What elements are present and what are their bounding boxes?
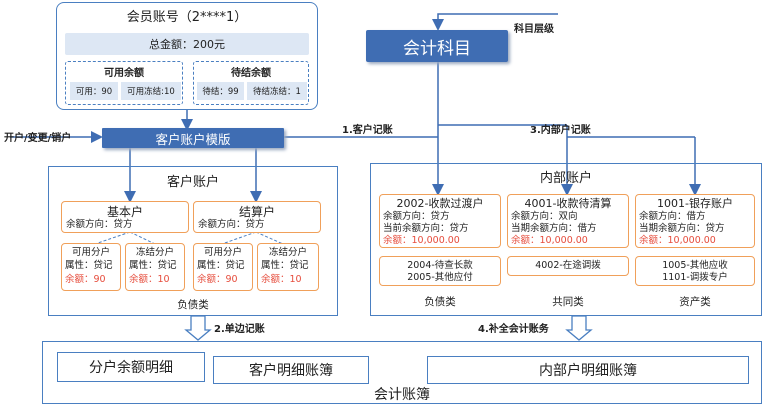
settlement-account-direction: 余额方向：贷方 — [198, 219, 265, 230]
sub-account-2-balance: 余额：10 — [129, 274, 170, 285]
internal-col2-line2: 当期余额方向：借方 — [511, 223, 597, 234]
customer-footer: 负债类 — [177, 298, 209, 311]
arrow-single-entry — [184, 315, 212, 341]
ledger-item-1: 分户余额明细 — [57, 352, 205, 382]
internal-col2-balance: 余额：10,000.00 — [511, 235, 588, 246]
available-balance-title: 可用余额 — [104, 67, 144, 79]
arrow-subject-level — [432, 13, 558, 31]
sub-account-3-balance: 余额：90 — [197, 274, 238, 285]
internal-col1-sub: 2004-待查长款 2005-其他应付 — [379, 256, 501, 286]
internal-col2-footer: 共同类 — [552, 296, 584, 308]
pending-right: 待结冻结：1 — [247, 82, 307, 100]
sub-account-2-attr: 属性：贷记 — [129, 260, 177, 271]
ledger-panel: 分户余额明细 客户明细账簿 内部户明细账簿 会计账簿 — [42, 341, 762, 404]
sub-account-4-balance: 余额：10 — [261, 274, 302, 285]
total-amount: 总金额：200元 — [65, 33, 309, 55]
accounting-subject-box: 会计科目 — [366, 30, 508, 62]
member-title: 会员账号（2****1） — [126, 9, 248, 25]
internal-col1-footer: 负债类 — [424, 296, 456, 308]
internal-col1-main: 2002-收款过渡户 余额方向：贷方 当前余额方向：贷方 余额：10,000.0… — [379, 194, 501, 248]
internal-col3-sub2: 1101-调拨专户 — [662, 272, 728, 283]
member-account-panel: 会员账号（2****1） 总金额：200元 可用余额 可用：90 可用冻结:10… — [56, 2, 318, 110]
sub-account-3-name: 可用分户 — [203, 247, 242, 258]
step4-label: 4.补全会计账务 — [478, 324, 549, 335]
step3-label: 3.内部户记账 — [530, 125, 591, 136]
open-change-close-label: 开户/变更/销户 — [4, 133, 72, 144]
internal-col2-main: 4001-收款待清算 余额方向：双向 当期余额方向：借方 余额：10,000.0… — [507, 194, 629, 248]
sub-account-3-attr: 属性：贷记 — [197, 260, 245, 271]
ledger-item-3: 内部户明细账簿 — [427, 356, 749, 384]
internal-col2-name: 4001-收款待清算 — [524, 197, 612, 210]
sub-account-4-attr: 属性：贷记 — [261, 260, 309, 271]
step2-label: 2.单边记账 — [214, 324, 265, 335]
sub-account-1-balance: 余额：90 — [65, 274, 106, 285]
sub-account-1-attr: 属性：贷记 — [65, 260, 113, 271]
sub-account-4: 冻结分户 属性：贷记 余额：10 — [257, 243, 319, 291]
internal-col1-line1: 余额方向：贷方 — [383, 211, 450, 222]
internal-col2-line1: 余额方向：双向 — [511, 211, 578, 222]
available-right: 可用冻结:10 — [121, 82, 181, 100]
internal-col1-name: 2002-收款过渡户 — [396, 197, 484, 210]
internal-col3-balance: 余额：10,000.00 — [639, 235, 716, 246]
internal-account-title: 内部账户 — [539, 170, 592, 186]
basic-account-box: 基本户 余额方向：贷方 — [61, 201, 189, 233]
internal-col1-sub1: 2004-待查长款 — [407, 260, 473, 271]
internal-col1-balance: 余额：10,000.00 — [383, 235, 460, 246]
internal-col2-sub1: 4002-在途调拨 — [535, 260, 601, 271]
internal-col3-sub: 1005-其他应收 1101-调拨专户 — [635, 256, 755, 286]
pending-balance-title: 待结余额 — [231, 67, 271, 79]
basic-account-name: 基本户 — [106, 204, 143, 219]
dash-basic-sub1 — [94, 231, 131, 245]
internal-col1-line2: 当前余额方向：贷方 — [383, 223, 469, 234]
internal-col3-line2: 当期余额方向：贷方 — [639, 223, 725, 234]
pending-left: 待结：99 — [197, 82, 244, 100]
internal-account-panel: 内部账户 2002-收款过渡户 余额方向：贷方 当前余额方向：贷方 余额：10,… — [370, 163, 762, 316]
internal-col2-sub: 4002-在途调拨 — [507, 256, 629, 276]
internal-col3-footer: 资产类 — [679, 296, 711, 308]
subject-level-label: 科目层级 — [514, 24, 554, 35]
internal-col3-name: 1001-银存账户 — [657, 197, 733, 210]
sub-account-3: 可用分户 属性：贷记 余额：90 — [193, 243, 253, 291]
sub-account-2-name: 冻结分户 — [135, 247, 174, 258]
internal-col1-sub2: 2005-其他应付 — [407, 272, 473, 283]
basic-account-direction: 余额方向：贷方 — [66, 219, 133, 230]
arrow-complete-accounts — [565, 315, 593, 341]
available-balance-group: 可用余额 可用：90 可用冻结:10 — [65, 61, 183, 105]
step1-label: 1.客户记账 — [342, 125, 393, 136]
sub-account-2: 冻结分户 属性：贷记 余额：10 — [125, 243, 185, 291]
internal-col3-sub1: 1005-其他应收 — [662, 260, 728, 271]
customer-account-title: 客户账户 — [166, 174, 219, 190]
dash-settle-sub1 — [221, 231, 257, 245]
settlement-account-name: 结算户 — [238, 204, 275, 219]
customer-account-panel: 客户账户 基本户 余额方向：贷方 结算户 余额方向：贷方 可用分户 属性：贷记 … — [48, 166, 338, 316]
sub-account-1-name: 可用分户 — [71, 247, 110, 258]
sub-account-1: 可用分户 属性：贷记 余额：90 — [61, 243, 121, 291]
ledger-title: 会计账簿 — [374, 387, 430, 403]
ledger-item-2: 客户明细账簿 — [213, 356, 369, 384]
internal-col3-main: 1001-银存账户 余额方向：借方 当期余额方向：贷方 余额：10,000.00 — [635, 194, 755, 248]
customer-template-box: 客户账户模版 — [102, 128, 284, 148]
pending-balance-group: 待结余额 待结：99 待结冻结：1 — [193, 61, 309, 105]
sub-account-4-name: 冻结分户 — [268, 247, 307, 258]
internal-col3-line1: 余额方向：借方 — [639, 211, 706, 222]
settlement-account-box: 结算户 余额方向：贷方 — [193, 201, 321, 233]
available-left: 可用：90 — [70, 82, 118, 100]
